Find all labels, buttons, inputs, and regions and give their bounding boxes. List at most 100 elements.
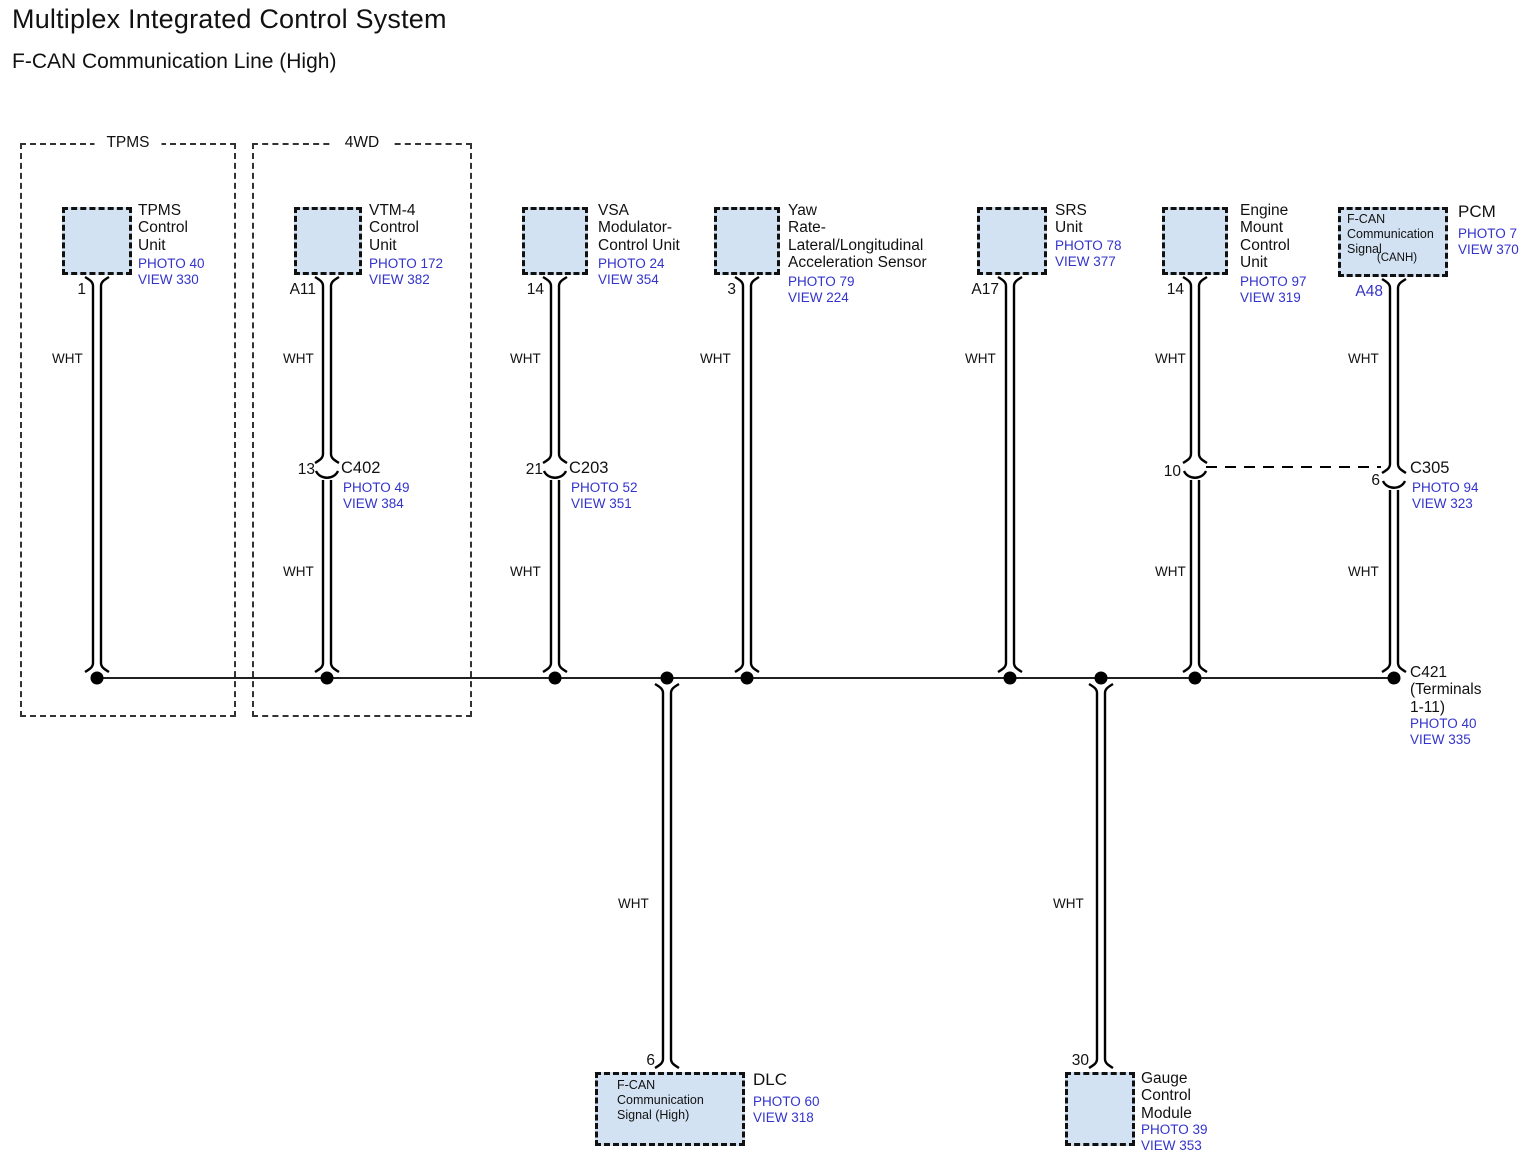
component-box-pcm xyxy=(1338,207,1448,277)
component-box-engine-mount-control-unit xyxy=(1162,207,1228,275)
photo-link[interactable]: PHOTO 40 xyxy=(1410,716,1477,731)
label-dlc: DLC xyxy=(753,1070,788,1089)
pin-vsa-modulator-control-unit: 14 xyxy=(526,281,544,298)
wire-color-label: WHT xyxy=(1155,351,1186,366)
pin-c402: 13 xyxy=(297,461,315,478)
ref-vtm4-control-unit: PHOTO 172 VIEW 382 xyxy=(369,256,443,288)
junction-dot xyxy=(1387,671,1401,685)
photo-link[interactable]: PHOTO 52 xyxy=(571,480,638,495)
wire-color-label: WHT xyxy=(618,896,649,911)
pin-pcm: A48 xyxy=(1355,283,1383,300)
component-box-vtm4-control-unit xyxy=(294,207,362,275)
junction-dot xyxy=(548,671,562,685)
view-link[interactable]: VIEW 382 xyxy=(369,271,430,287)
label-yaw-rate-sensor: Yaw Rate- Lateral/Longitudinal Accelerat… xyxy=(788,202,927,272)
wire-vtm4-upper xyxy=(314,275,340,465)
ref-vsa-modulator-control-unit: PHOTO 24 VIEW 354 xyxy=(598,256,665,288)
photo-link[interactable]: PHOTO 40 xyxy=(138,256,205,271)
wire-dlc-drop xyxy=(654,682,680,1070)
wire-pcm-upper xyxy=(1381,277,1407,475)
connector-c203-label: C203 xyxy=(569,459,609,477)
view-link[interactable]: VIEW 377 xyxy=(1055,253,1116,269)
connector-c305-right-symbol xyxy=(1381,480,1407,489)
pin-vtm4-control-unit: A11 xyxy=(289,281,316,298)
wire-color-label: WHT xyxy=(52,351,83,366)
ref-pcm: PHOTO 7 VIEW 370 xyxy=(1458,226,1519,258)
photo-link[interactable]: PHOTO 78 xyxy=(1055,238,1122,253)
connector-c305-label: C305 xyxy=(1410,459,1450,477)
pin-c305-right: 6 xyxy=(1371,472,1380,489)
wire-color-label: WHT xyxy=(700,351,731,366)
wire-color-label: WHT xyxy=(965,351,996,366)
photo-link[interactable]: PHOTO 97 xyxy=(1240,274,1307,289)
pin-srs-unit: A17 xyxy=(971,281,999,298)
ref-c402: PHOTO 49 VIEW 384 xyxy=(343,480,410,512)
photo-link[interactable]: PHOTO 60 xyxy=(753,1094,820,1109)
connector-c402-symbol xyxy=(314,470,340,479)
pin-tpms-control-unit: 1 xyxy=(77,281,86,298)
photo-link[interactable]: PHOTO 172 xyxy=(369,256,444,271)
component-box-dlc xyxy=(595,1072,745,1146)
pin-yaw-rate-sensor: 3 xyxy=(727,281,736,298)
label-srs-unit: SRS Unit xyxy=(1055,202,1087,237)
junction-dot xyxy=(1003,671,1017,685)
wire-color-label: WHT xyxy=(1348,351,1379,366)
wire-color-label: WHT xyxy=(1155,564,1186,579)
view-link[interactable]: VIEW 323 xyxy=(1412,495,1473,511)
view-link[interactable]: VIEW 354 xyxy=(598,271,659,287)
photo-link[interactable]: PHOTO 39 xyxy=(1141,1122,1208,1137)
wire-emcu-lower xyxy=(1182,480,1208,674)
label-tpms-control-unit: TPMS Control Unit xyxy=(138,202,188,254)
wire-color-label: WHT xyxy=(283,564,314,579)
page-subtitle: F-CAN Communication Line (High) xyxy=(12,50,337,73)
pcm-canh-label: (CANH) xyxy=(1376,252,1418,264)
component-box-yaw-rate-sensor xyxy=(714,207,780,275)
junction-dot xyxy=(1094,671,1108,685)
wire-pcm-lower xyxy=(1381,490,1407,674)
label-engine-mount-control-unit: Engine Mount Control Unit xyxy=(1240,202,1290,272)
label-pcm: PCM xyxy=(1458,202,1496,221)
wire-emcu-upper xyxy=(1182,275,1208,465)
pcm-inner-label: F-CAN Communication Signal xyxy=(1347,212,1434,256)
wire-gauge-drop xyxy=(1088,682,1114,1070)
wire-color-label: WHT xyxy=(510,564,541,579)
photo-link[interactable]: PHOTO 49 xyxy=(343,480,410,495)
junction-dot xyxy=(660,671,674,685)
view-link[interactable]: VIEW 330 xyxy=(138,271,199,287)
ref-tpms-control-unit: PHOTO 40 VIEW 330 xyxy=(138,256,205,288)
wire-color-label: WHT xyxy=(1053,896,1084,911)
junction-dot xyxy=(90,671,104,685)
view-link[interactable]: VIEW 370 xyxy=(1458,241,1519,257)
view-link[interactable]: VIEW 353 xyxy=(1141,1137,1202,1153)
photo-link[interactable]: PHOTO 79 xyxy=(788,274,855,289)
view-link[interactable]: VIEW 319 xyxy=(1240,289,1301,305)
connector-c402-label: C402 xyxy=(341,459,381,477)
photo-link[interactable]: PHOTO 24 xyxy=(598,256,665,271)
photo-link[interactable]: PHOTO 7 xyxy=(1458,226,1518,241)
label-vtm4-control-unit: VTM-4 Control Unit xyxy=(369,202,419,254)
ref-gauge-control-module: PHOTO 39 VIEW 353 xyxy=(1141,1122,1208,1154)
wire-vsa-upper xyxy=(542,275,568,465)
pin-c305-left: 10 xyxy=(1163,463,1181,480)
view-link[interactable]: VIEW 351 xyxy=(571,495,632,511)
view-link[interactable]: VIEW 384 xyxy=(343,495,404,511)
component-box-vsa-modulator-control-unit xyxy=(522,207,588,275)
wire-srs xyxy=(997,275,1023,674)
photo-link[interactable]: PHOTO 94 xyxy=(1412,480,1479,495)
view-link[interactable]: VIEW 224 xyxy=(788,289,849,305)
wire-vsa-lower xyxy=(542,480,568,674)
view-link[interactable]: VIEW 335 xyxy=(1410,731,1471,747)
group-box-4wd: 4WD xyxy=(252,134,472,717)
label-gauge-control-module: Gauge Control Module xyxy=(1141,1070,1192,1122)
pin-c203: 21 xyxy=(525,461,543,478)
view-link[interactable]: VIEW 318 xyxy=(753,1109,814,1125)
connector-c203-symbol xyxy=(542,470,568,479)
wire-yaw xyxy=(734,275,760,674)
ref-c305: PHOTO 94 VIEW 323 xyxy=(1412,480,1479,512)
page-title: Multiplex Integrated Control System xyxy=(12,4,447,34)
dlc-inner-label: F-CAN Communication Signal (High) xyxy=(617,1078,704,1122)
ref-yaw-rate-sensor: PHOTO 79 VIEW 224 xyxy=(788,274,855,306)
junction-dot xyxy=(1188,671,1202,685)
group-label-tpms: TPMS xyxy=(94,134,162,152)
